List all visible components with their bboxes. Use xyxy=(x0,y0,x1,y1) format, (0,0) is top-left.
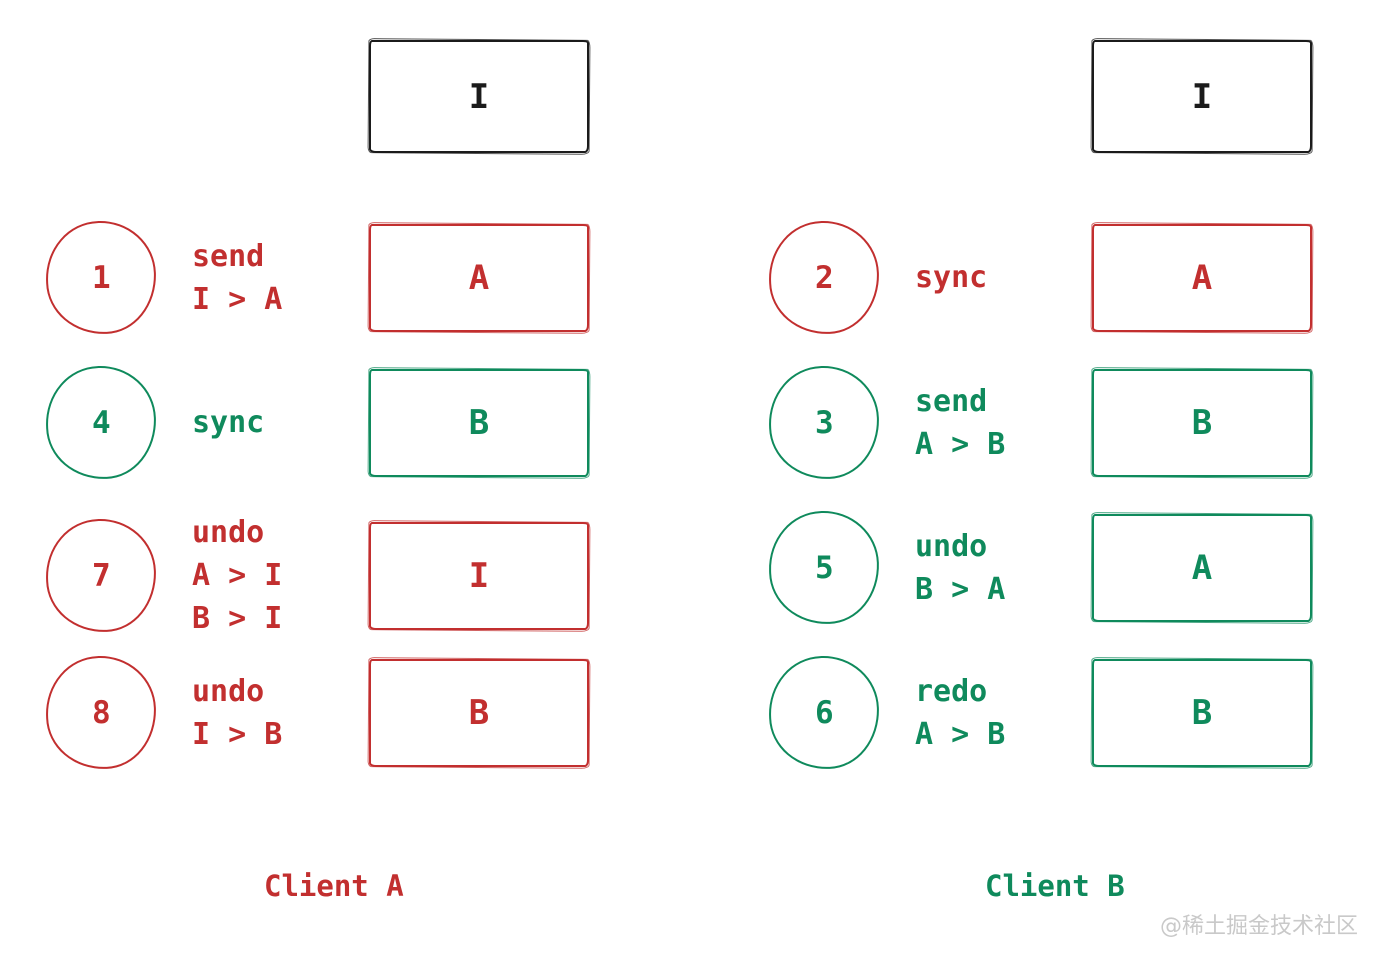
step-action: send I > A xyxy=(157,235,369,321)
step-action: sync xyxy=(880,256,1092,299)
step-number: 4 xyxy=(91,404,111,441)
state-label: B xyxy=(1191,692,1213,733)
action-line: sync xyxy=(915,260,988,295)
initial-state-row: I xyxy=(768,40,1312,153)
state-box: I xyxy=(369,521,589,630)
action-line: A > B xyxy=(915,716,1006,752)
state-label: B xyxy=(468,692,490,733)
step-row-2: 2 sync A xyxy=(767,219,1312,336)
action-line: I > A xyxy=(192,281,283,317)
action-line: undo xyxy=(915,528,988,564)
state-label: I xyxy=(1191,76,1213,117)
step-number: 2 xyxy=(814,259,834,296)
step-number-circle: 2 xyxy=(767,219,881,336)
step-row-6: 6 redo A > B B xyxy=(767,654,1312,771)
client-b-column: I 2 sync A 3 send A > B B xyxy=(767,40,1312,801)
step-number: 8 xyxy=(91,694,111,731)
step-row-3: 3 send A > B B xyxy=(767,364,1312,481)
step-number-circle: 6 xyxy=(767,654,881,771)
action-line: I > B xyxy=(192,716,283,752)
step-number: 7 xyxy=(91,557,111,594)
action-line: send xyxy=(915,383,988,419)
step-row-1: 1 send I > A A xyxy=(44,219,589,336)
state-box: A xyxy=(1092,223,1312,332)
action-line: B > I xyxy=(192,601,283,636)
step-action: undo I > B xyxy=(157,670,369,756)
step-number-circle: 8 xyxy=(44,654,158,771)
action-line: sync xyxy=(192,405,265,440)
step-number: 5 xyxy=(814,549,834,586)
step-action: send A > B xyxy=(880,380,1092,466)
step-row-7: 7 undo A > I B > I I xyxy=(44,511,589,636)
step-row-8: 8 undo I > B B xyxy=(44,654,589,771)
step-number: 3 xyxy=(814,404,834,441)
action-line: A > I xyxy=(192,558,283,593)
state-box-initial: I xyxy=(1092,40,1312,153)
action-line: send xyxy=(192,238,265,274)
action-line: undo xyxy=(192,515,265,550)
action-line: B > A xyxy=(915,571,1006,607)
step-number-circle: 4 xyxy=(44,364,158,481)
state-box: A xyxy=(369,223,589,332)
client-a-label: Client A xyxy=(264,869,404,903)
initial-state-row: I xyxy=(45,40,589,153)
step-number-circle: 5 xyxy=(767,509,881,626)
state-label: B xyxy=(1191,402,1213,443)
action-line: undo xyxy=(192,673,265,709)
state-box: B xyxy=(1092,368,1312,477)
state-label: A xyxy=(468,257,490,298)
state-label: I xyxy=(468,76,490,117)
step-number-circle: 7 xyxy=(44,517,158,634)
state-label: A xyxy=(1191,257,1213,298)
client-a-column: I 1 send I > A A 4 sync B xyxy=(44,40,589,801)
step-row-4: 4 sync B xyxy=(44,364,589,481)
step-number: 1 xyxy=(91,259,111,296)
state-box: B xyxy=(1092,658,1312,767)
state-label: B xyxy=(468,402,490,443)
client-b-label: Client B xyxy=(985,869,1125,903)
step-number-circle: 1 xyxy=(44,219,158,336)
step-number: 6 xyxy=(814,694,834,731)
step-action: sync xyxy=(157,401,369,444)
step-action: undo B > A xyxy=(880,525,1092,611)
step-number-circle: 3 xyxy=(767,364,881,481)
watermark: @稀土掘金技术社区 xyxy=(1159,914,1358,939)
state-label: I xyxy=(468,555,490,596)
step-action: redo A > B xyxy=(880,670,1092,756)
state-box: B xyxy=(369,658,589,767)
step-action: undo A > I B > I xyxy=(157,511,369,640)
state-box-initial: I xyxy=(369,40,589,153)
step-row-5: 5 undo B > A A xyxy=(767,509,1312,626)
action-line: redo xyxy=(915,673,988,709)
state-label: A xyxy=(1191,547,1213,588)
action-line: A > B xyxy=(915,426,1006,462)
state-box: A xyxy=(1092,513,1312,622)
state-box: B xyxy=(369,368,589,477)
